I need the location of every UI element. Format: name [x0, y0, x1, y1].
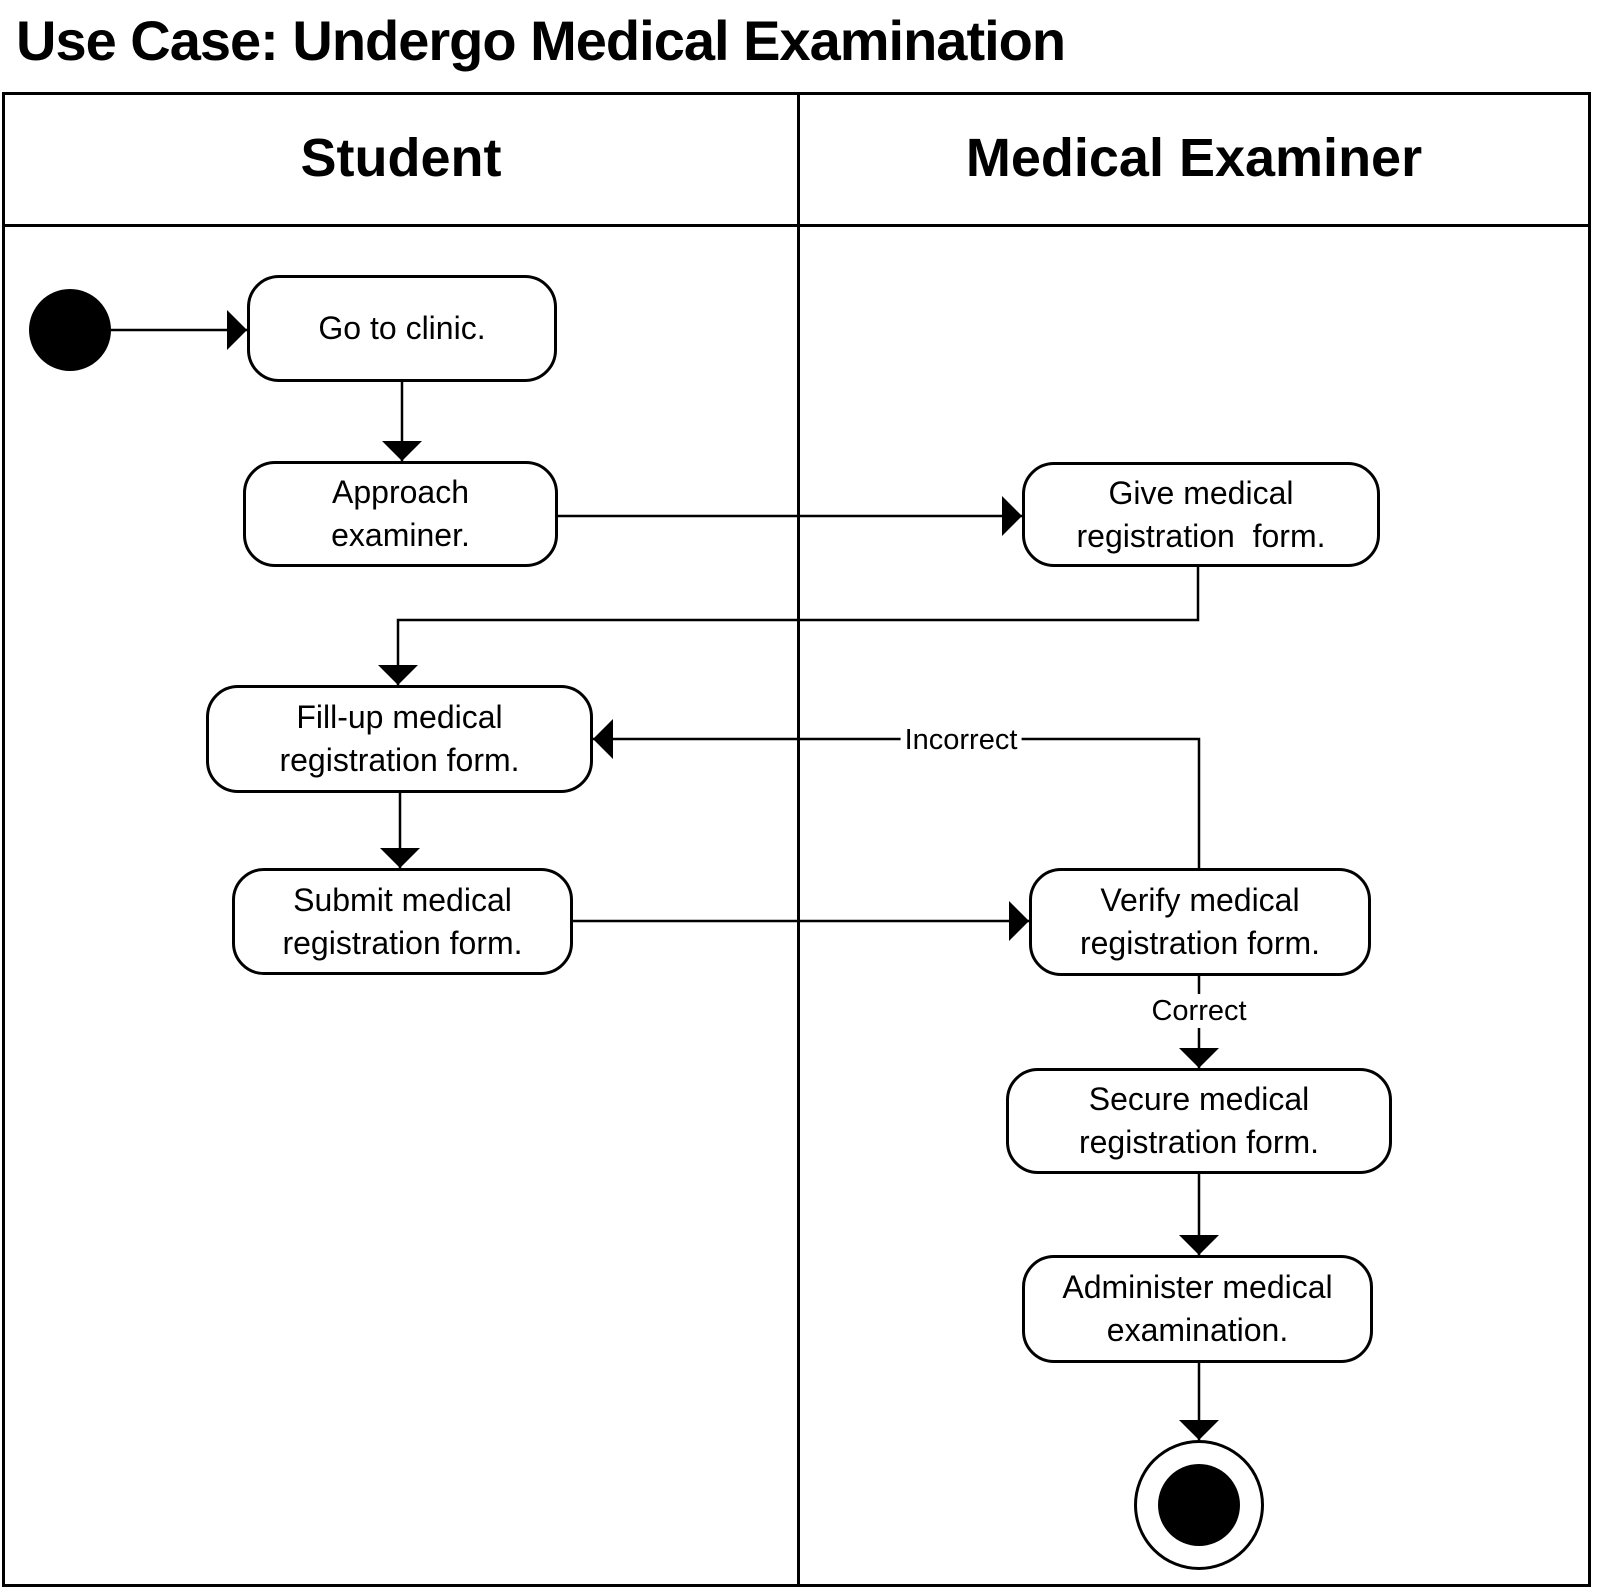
- activity-submit-registration-form: Submit medical registration form.: [232, 868, 573, 975]
- edge-give-form-to-fill-up-form: [378, 567, 1200, 685]
- lane-header-student: Student: [5, 95, 797, 221]
- activity-secure-registration-form-label: Secure medical registration form.: [1078, 1081, 1320, 1160]
- activity-verify-registration-form: Verify medical registration form.: [1029, 868, 1371, 976]
- lane-header-medical-examiner-label: Medical Examiner: [965, 128, 1423, 188]
- lane-divider: [797, 92, 800, 1587]
- activity-submit-registration-form-label: Submit medical registration form.: [282, 881, 523, 961]
- swimlane-frame: [2, 92, 1591, 1587]
- activity-approach-examiner: Approach examiner.: [243, 461, 558, 567]
- activity-go-to-clinic: Go to clinic.: [247, 275, 557, 382]
- activity-approach-examiner-label: Approach examiner.: [331, 474, 470, 553]
- final-node: [1134, 1440, 1264, 1570]
- diagram-title: Use Case: Undergo Medical Examination: [16, 9, 1066, 72]
- final-node-dot: [1158, 1464, 1240, 1546]
- activity-fill-up-registration-form: Fill-up medical registration form.: [206, 685, 593, 793]
- activity-fill-up-registration-form-label: Fill-up medical registration form.: [279, 699, 520, 778]
- edge-verify-form-incorrect-to-fill-up-form: [593, 719, 1201, 868]
- initial-node: [29, 289, 111, 371]
- activity-go-to-clinic-label: Go to clinic.: [318, 310, 486, 346]
- lane-header-separator: [2, 224, 1591, 227]
- activity-give-registration-form: Give medical registration form.: [1022, 462, 1380, 567]
- activity-administer-examination: Administer medical examination.: [1022, 1255, 1373, 1363]
- activity-give-registration-form-label: Give medical registration form.: [1076, 474, 1326, 554]
- edge-label-incorrect: Incorrect: [900, 723, 1022, 757]
- activity-administer-examination-label: Administer medical examination.: [1062, 1269, 1333, 1348]
- lane-header-student-label: Student: [300, 128, 502, 188]
- activity-secure-registration-form: Secure medical registration form.: [1006, 1068, 1392, 1174]
- lane-header-medical-examiner: Medical Examiner: [800, 95, 1588, 221]
- activity-verify-registration-form-label: Verify medical registration form.: [1079, 882, 1321, 961]
- edge-label-correct: Correct: [1147, 994, 1251, 1028]
